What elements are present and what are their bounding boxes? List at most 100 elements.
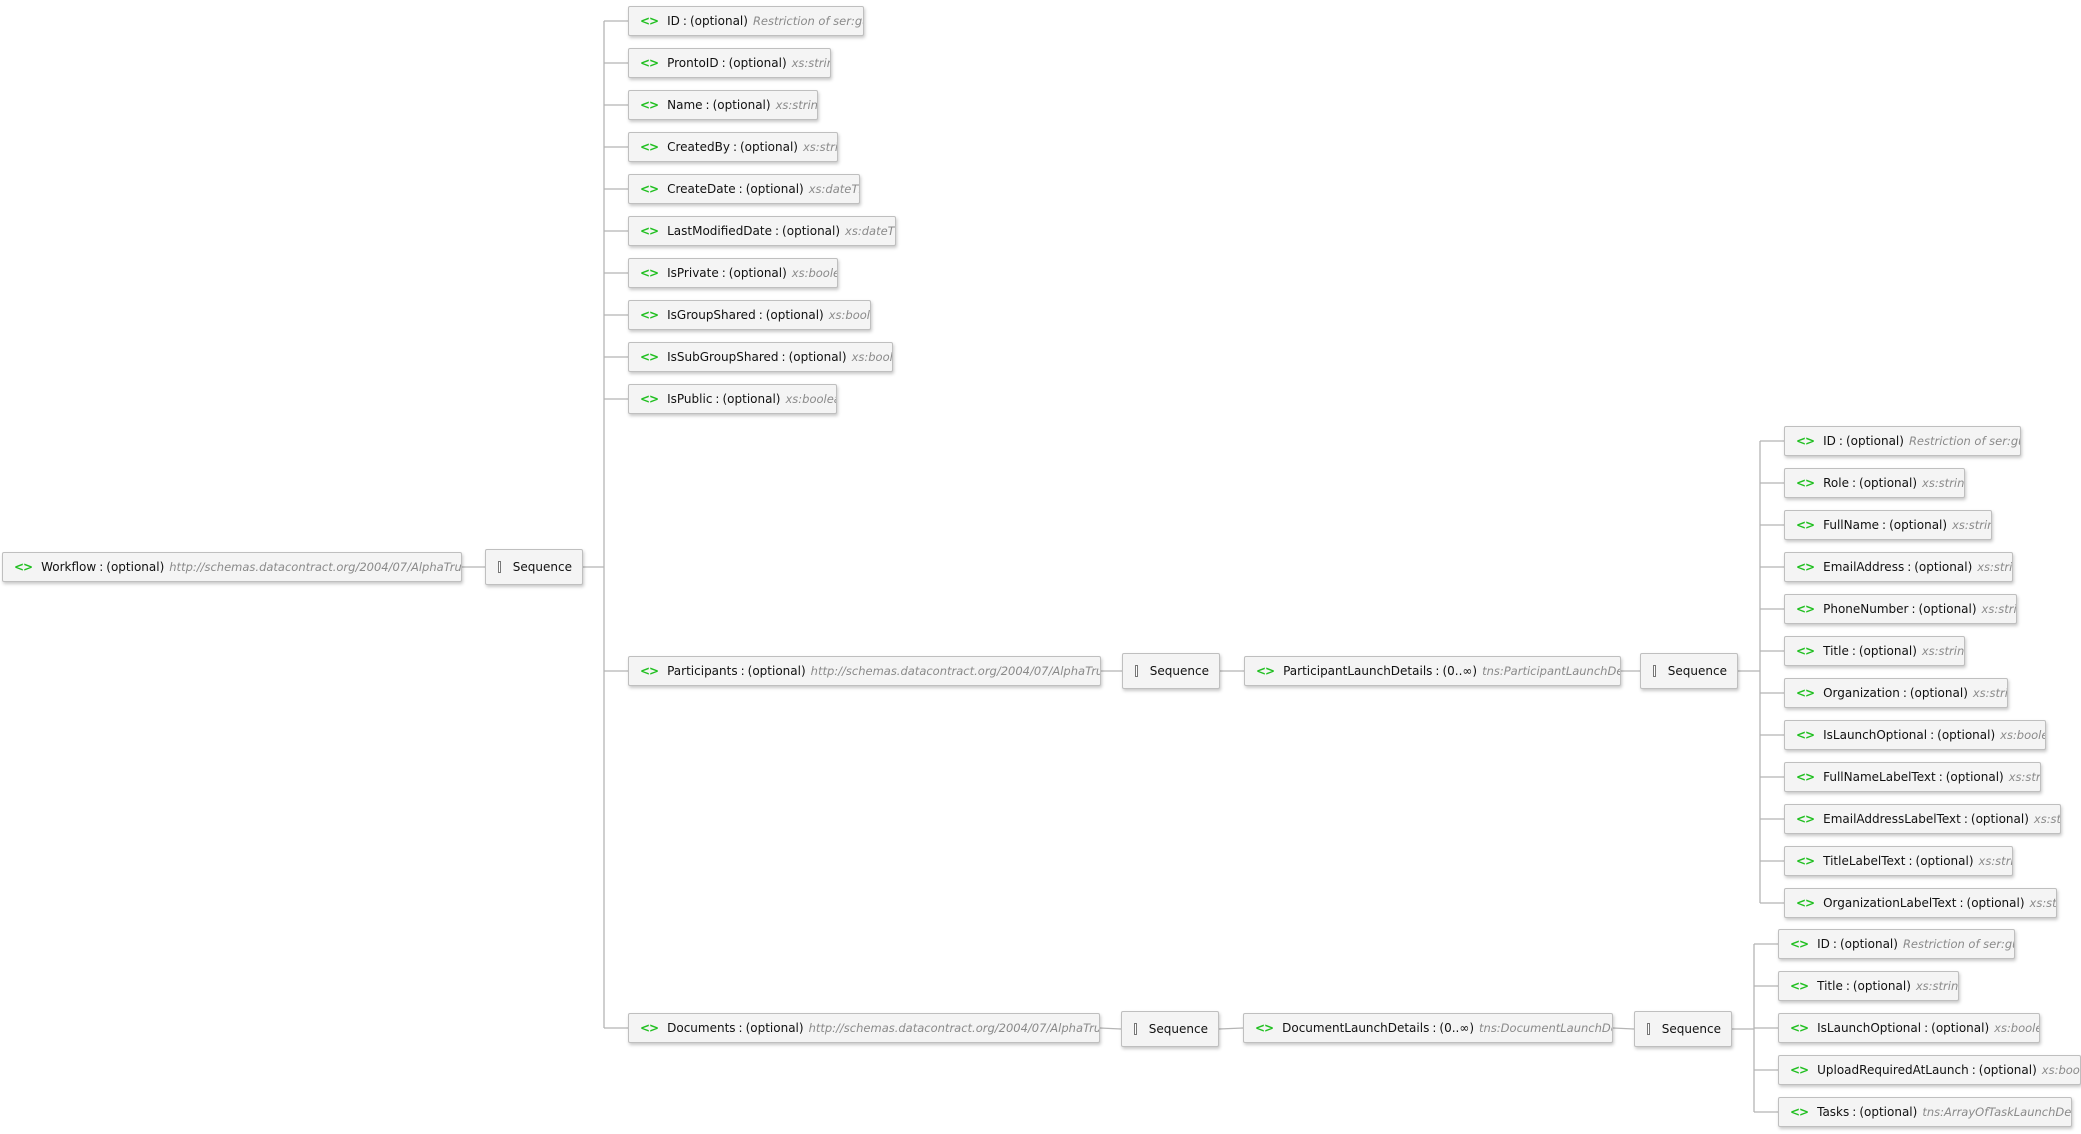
element-type: tns:ArrayOfTaskLaunchDetails	[1922, 1105, 2072, 1119]
element-name: Name	[667, 98, 703, 112]
element-icon: <>	[640, 392, 659, 406]
element-occurrence: (optional)	[765, 308, 824, 322]
element-occurrence: (optional)	[1918, 602, 1977, 616]
element-type: tns:ParticipantLaunchDetails	[1482, 664, 1620, 678]
document-child-uploadrequiredatlaunch[interactable]: <>UploadRequiredAtLaunch:(optional)xs:bo…	[1778, 1055, 2081, 1085]
document-launch-details-element[interactable]: <>DocumentLaunchDetails:(0..∞)tns:Docume…	[1243, 1013, 1613, 1043]
connector-line	[1218, 1027, 1244, 1030]
separator-colon: :	[99, 560, 104, 574]
workflow-child-name[interactable]: <>Name:(optional)xs:string	[628, 90, 818, 120]
participant-child-emailaddress[interactable]: <>EmailAddress:(optional)xs:string	[1784, 552, 2013, 582]
sequence-label: Sequence	[1667, 664, 1727, 678]
workflow-child-lastmodifieddate[interactable]: <>LastModifiedDate:(optional)xs:dateTime	[628, 216, 896, 246]
document-child-id[interactable]: <>ID:(optional)Restriction of ser:guid	[1778, 929, 2015, 959]
workflow-sequence[interactable]: Sequence	[485, 549, 583, 585]
workflow-child-id[interactable]: <>ID:(optional)Restriction of ser:guid	[628, 6, 864, 36]
element-icon: <>	[1255, 1021, 1274, 1035]
element-occurrence: (optional)	[1937, 728, 1996, 742]
workflow-child-prontoid[interactable]: <>ProntoID:(optional)xs:string	[628, 48, 831, 78]
element-occurrence: (optional)	[1852, 979, 1911, 993]
participant-child-organization[interactable]: <>Organization:(optional)xs:string	[1784, 678, 2008, 708]
document-child-title[interactable]: <>Title:(optional)xs:string	[1778, 971, 1959, 1001]
element-icon: <>	[640, 350, 659, 364]
element-occurrence: (optional)	[1945, 770, 2004, 784]
separator-colon: :	[1907, 560, 1912, 574]
element-icon: <>	[1256, 664, 1275, 678]
element-name: Workflow	[41, 560, 97, 574]
separator-colon: :	[740, 664, 745, 678]
sequence-label: Sequence	[1661, 1022, 1721, 1036]
separator-colon: :	[1911, 602, 1916, 616]
participant-child-islaunchoptional[interactable]: <>IsLaunchOptional:(optional)xs:boolean	[1784, 720, 2046, 750]
participant-child-organizationlabeltext[interactable]: <>OrganizationLabelText:(optional)xs:str…	[1784, 888, 2057, 918]
participant-sequence[interactable]: Sequence	[1122, 653, 1220, 689]
separator-colon: :	[721, 56, 726, 70]
sequence-label: Sequence	[1148, 1022, 1208, 1036]
element-type: xs:string	[2033, 812, 2061, 826]
separator-colon: :	[775, 224, 780, 238]
element-occurrence: (optional)	[1839, 937, 1898, 951]
element-icon: <>	[1796, 434, 1815, 448]
workflow-child-ispublic[interactable]: <>IsPublic:(optional)xs:boolean	[628, 384, 837, 414]
workflow-child-isgroupshared[interactable]: <>IsGroupShared:(optional)xs:boolean	[628, 300, 871, 330]
participant-child-role[interactable]: <>Role:(optional)xs:string	[1784, 468, 1965, 498]
element-occurrence: (optional)	[1858, 644, 1917, 658]
element-name: PhoneNumber	[1823, 602, 1909, 616]
element-type: xs:boolean	[2000, 728, 2045, 742]
separator-colon: :	[1882, 518, 1887, 532]
document-element[interactable]: <>Documents:(optional)http://schemas.dat…	[628, 1013, 1100, 1043]
participant-child-emailaddresslabeltext[interactable]: <>EmailAddressLabelText:(optional)xs:str…	[1784, 804, 2061, 834]
participant-child-id[interactable]: <>ID:(optional)Restriction of ser:guid	[1784, 426, 2021, 456]
separator-colon: :	[721, 266, 726, 280]
element-type: xs:string	[802, 140, 838, 154]
document-child-islaunchoptional[interactable]: <>IsLaunchOptional:(optional)xs:boolean	[1778, 1013, 2040, 1043]
element-icon: <>	[640, 140, 659, 154]
separator-colon: :	[1924, 1021, 1929, 1035]
workflow-child-issubgroupshared[interactable]: <>IsSubGroupShared:(optional)xs:boolean	[628, 342, 893, 372]
participant-child-phonenumber[interactable]: <>PhoneNumber:(optional)xs:string	[1784, 594, 2017, 624]
element-name: ID	[667, 14, 680, 28]
separator-colon: :	[732, 140, 737, 154]
element-type: xs:boolean	[2041, 1063, 2080, 1077]
separator-colon: :	[1851, 644, 1856, 658]
participant-child-title[interactable]: <>Title:(optional)xs:string	[1784, 636, 1965, 666]
element-type: xs:string	[1972, 686, 2008, 700]
element-name: ProntoID	[667, 56, 719, 70]
element-icon: <>	[640, 266, 659, 280]
workflow-child-isprivate[interactable]: <>IsPrivate:(optional)xs:boolean	[628, 258, 838, 288]
element-occurrence: (optional)	[722, 392, 781, 406]
document-sequence[interactable]: Sequence	[1121, 1011, 1219, 1047]
separator-colon: :	[1832, 937, 1837, 951]
document-launch-details-sequence[interactable]: Sequence	[1634, 1011, 1732, 1047]
element-name: TitleLabelText	[1823, 854, 1906, 868]
separator-colon: :	[781, 350, 786, 364]
element-name: UploadRequiredAtLaunch	[1817, 1063, 1969, 1077]
element-name: EmailAddressLabelText	[1823, 812, 1961, 826]
workflow-element[interactable]: <>Workflow:(optional)http://schemas.data…	[2, 552, 462, 582]
element-occurrence: (optional)	[1914, 560, 1973, 574]
participant-element[interactable]: <>Participants:(optional)http://schemas.…	[628, 656, 1101, 686]
participant-child-titlelabeltext[interactable]: <>TitleLabelText:(optional)xs:string	[1784, 846, 2013, 876]
element-name: Tasks	[1817, 1105, 1850, 1119]
element-name: ID	[1817, 937, 1830, 951]
element-name: Title	[1817, 979, 1843, 993]
separator-colon: :	[738, 1021, 743, 1035]
element-icon: <>	[1790, 1063, 1809, 1077]
element-name: CreatedBy	[667, 140, 730, 154]
element-occurrence: (optional)	[1970, 812, 2029, 826]
separator-colon: :	[1971, 1063, 1976, 1077]
element-name: Documents	[667, 1021, 736, 1035]
workflow-child-createdate[interactable]: <>CreateDate:(optional)xs:dateTime	[628, 174, 860, 204]
participant-launch-details-element[interactable]: <>ParticipantLaunchDetails:(0..∞)tns:Par…	[1244, 656, 1621, 686]
element-occurrence: (optional)	[745, 182, 804, 196]
element-name: Role	[1823, 476, 1849, 490]
document-child-tasks[interactable]: <>Tasks:(optional)tns:ArrayOfTaskLaunchD…	[1778, 1097, 2072, 1127]
element-occurrence: (optional)	[788, 350, 847, 364]
participant-child-fullnamelabeltext[interactable]: <>FullNameLabelText:(optional)xs:string	[1784, 762, 2041, 792]
element-icon: <>	[640, 98, 659, 112]
participant-child-fullname[interactable]: <>FullName:(optional)xs:string	[1784, 510, 1992, 540]
workflow-child-createdby[interactable]: <>CreatedBy:(optional)xs:string	[628, 132, 838, 162]
participant-launch-details-sequence[interactable]: Sequence	[1640, 653, 1738, 689]
element-name: Organization	[1823, 686, 1900, 700]
